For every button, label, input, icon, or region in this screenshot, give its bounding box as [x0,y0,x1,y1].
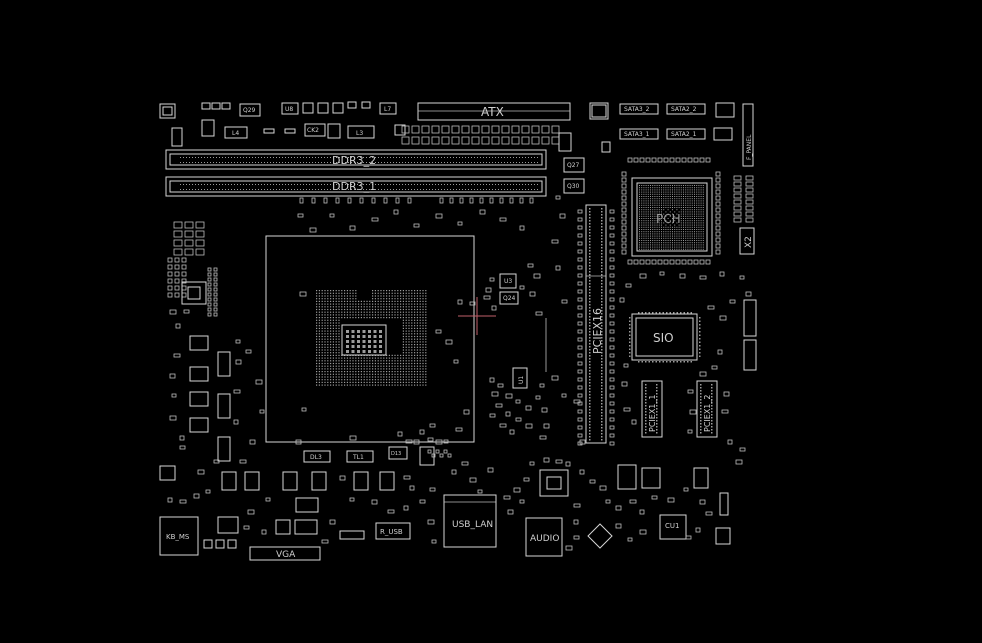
pciex1-1-label: PCIEX1_1 [648,395,657,432]
ddr3-2-label: DDR3_2 [332,154,376,167]
q29-label: Q29 [243,107,256,114]
x2-label: X2 [744,236,754,248]
crosshair-cursor [458,297,496,335]
l7-label: L7 [384,106,391,113]
sata3-1-label: SATA3_1 [624,131,650,138]
atx-label: ATX [481,105,504,119]
board-components [159,101,757,561]
sata2-2-label: SATA2_2 [671,106,697,113]
cu1-label: CU1 [665,522,679,530]
pciex16-label: PCIEX16 [591,308,604,354]
pch-label: PCH [656,212,681,226]
sio-label: SIO [653,331,674,345]
d13-label: D13 [391,451,401,457]
q30-label: Q30 [567,183,580,190]
usb-lan-label: USB_LAN [452,520,493,530]
tl1-label: TL1 [352,454,364,461]
dl3-label: DL3 [310,454,322,461]
sata3-2-label: SATA3_2 [624,106,650,113]
l3-label: L3 [356,130,363,137]
vga-label: VGA [276,550,296,560]
audio-label: AUDIO [530,534,559,544]
pciex1-2-label: PCIEX1_2 [703,395,712,432]
ck2-label: CK2 [307,127,319,134]
q27-label: Q27 [567,162,580,169]
u1-label: U1 [518,376,525,384]
r-usb-label: R_USB [380,528,403,536]
q24-label: Q24 [503,295,516,302]
u3-label: U3 [504,278,512,285]
kb-ms-label: KB_MS [166,533,190,541]
sata2-1-label: SATA2_1 [671,131,697,138]
u8-label: U8 [285,106,293,113]
l4-label: L4 [232,130,239,137]
f-panel-label: F_PANEL [746,134,753,160]
ddr3-1-label: DDR3_1 [332,180,376,193]
